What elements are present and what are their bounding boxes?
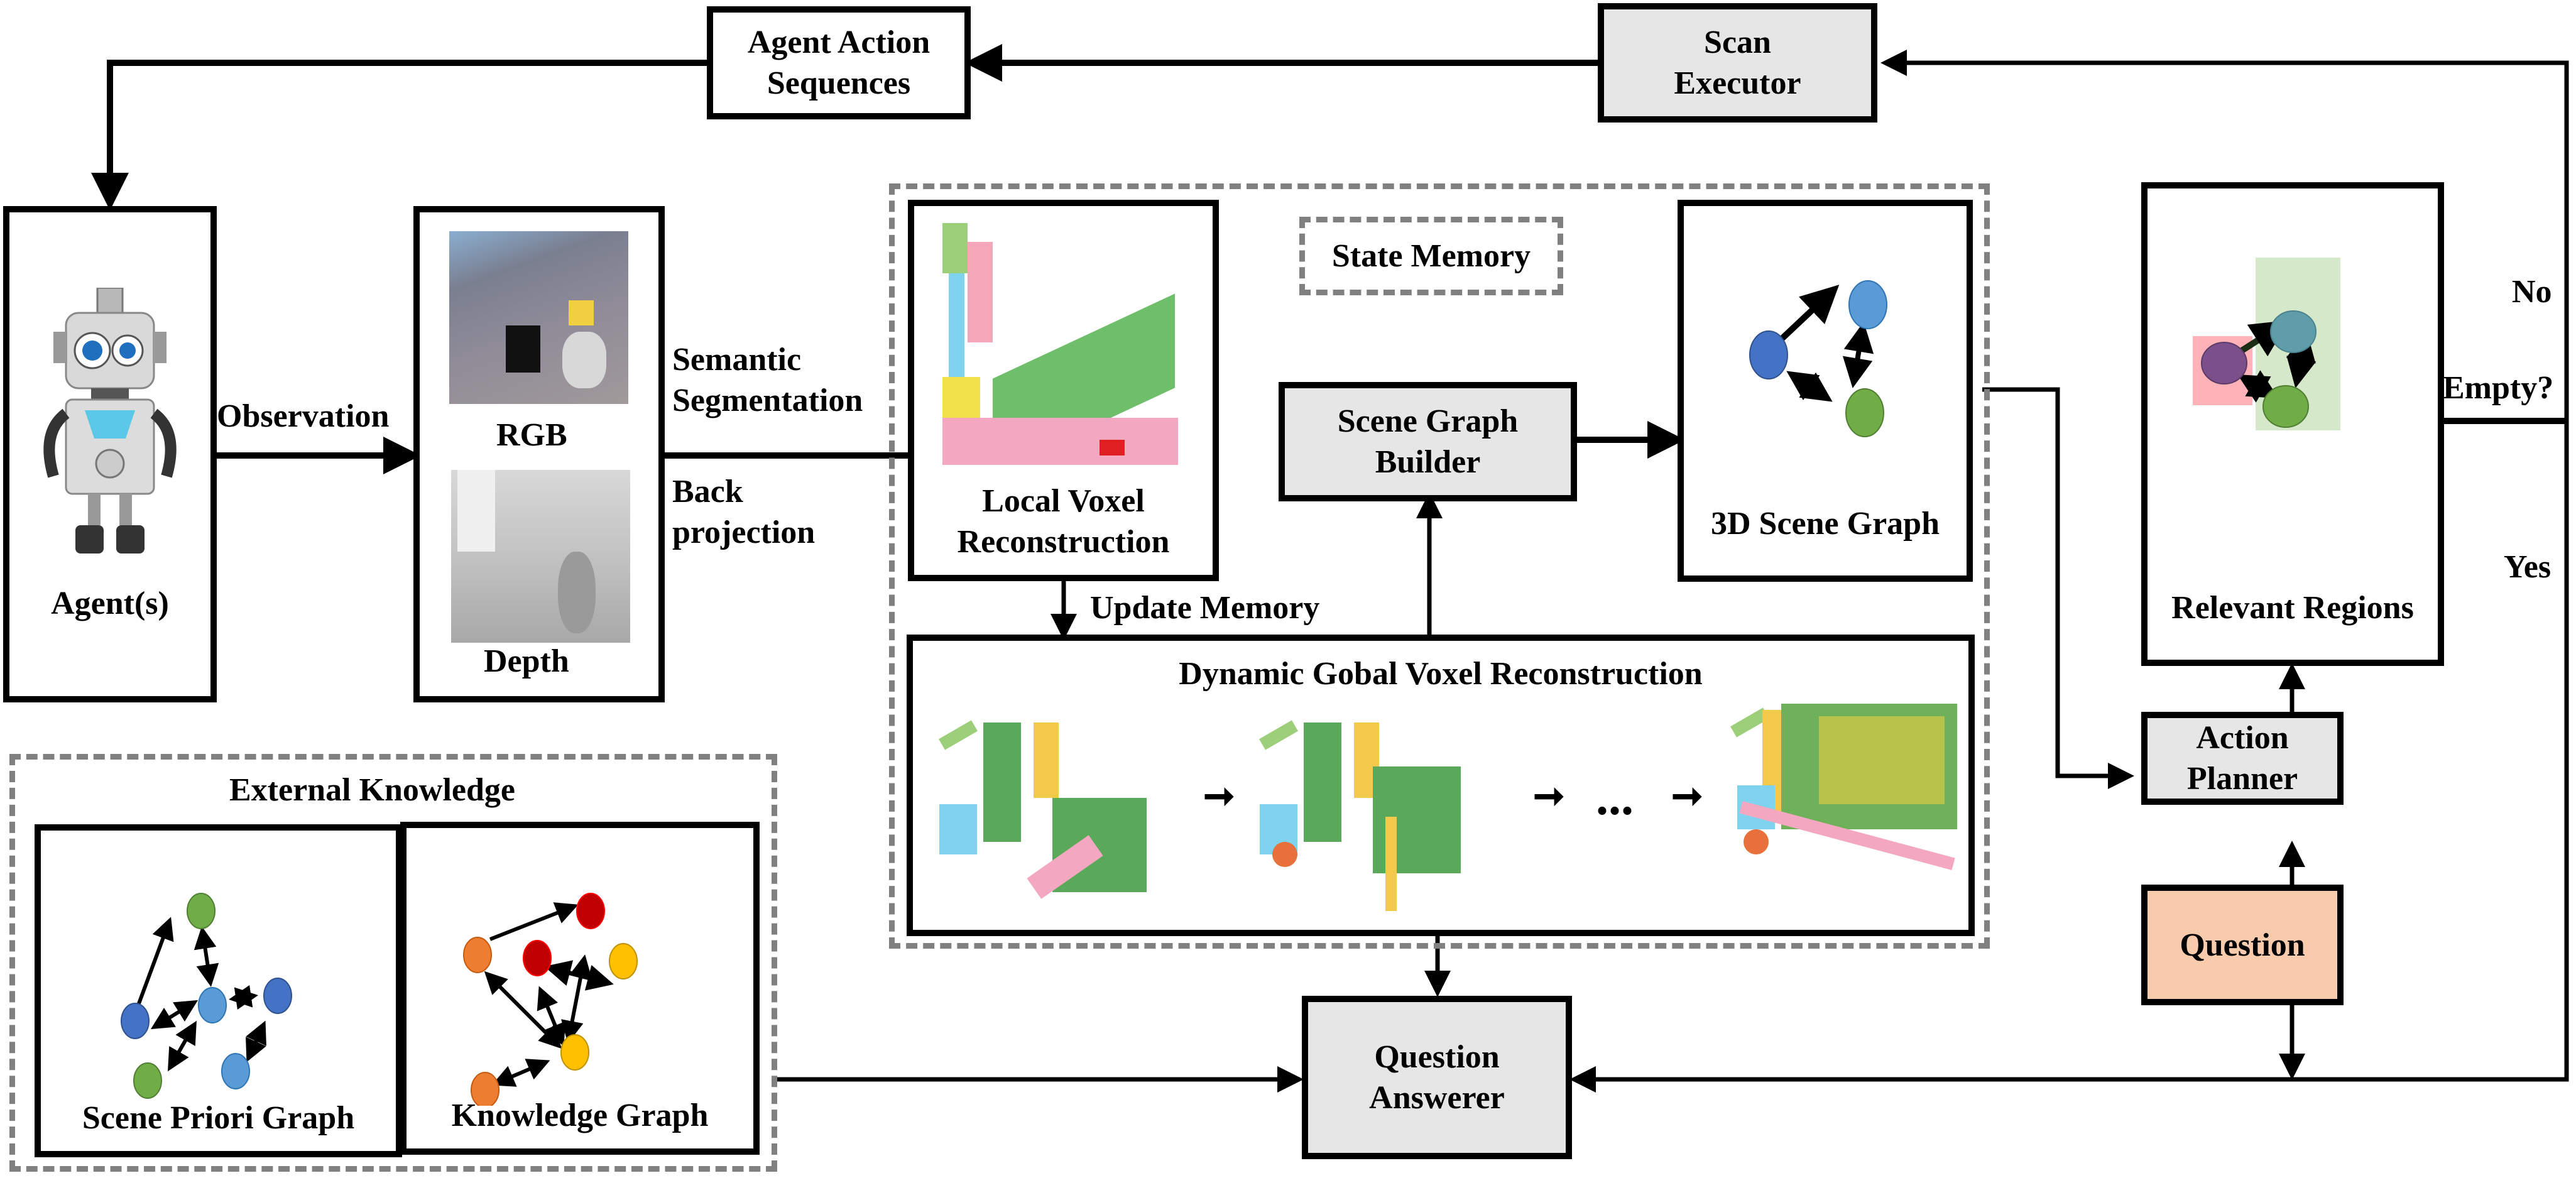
action-planner-label: Action Planner — [2186, 720, 2298, 797]
graph-node-green — [133, 1062, 162, 1099]
arrow-no-to-scan — [1880, 50, 2569, 421]
graph-node-orange — [463, 937, 492, 973]
graph-node-teal — [2270, 310, 2317, 353]
rgb-image — [449, 231, 628, 404]
arrow-yes-to-answerer — [1569, 421, 2569, 1093]
semantic-segmentation-label: Semantic Segmentation — [672, 342, 863, 418]
agent-box: Agent(s) — [3, 206, 217, 702]
empty-label: Empty? — [2443, 370, 2554, 406]
graph-edge — [246, 1020, 266, 1062]
graph-node-red — [523, 940, 552, 976]
voxel-frame-2 — [1247, 691, 1486, 917]
state-memory-title: State Memory — [1331, 238, 1531, 274]
yes-label: Yes — [2504, 549, 2551, 585]
graph-edge — [229, 984, 258, 1010]
back-projection-label: Back projection — [672, 474, 816, 550]
scan-executor-label: Scan Executor — [1674, 25, 1801, 101]
rgb-label: RGB — [496, 417, 567, 453]
graph-node-yellow — [609, 943, 638, 979]
scene-graph-3d-label: 3D Scene Graph — [1711, 506, 1940, 542]
local-voxel-image — [942, 217, 1178, 465]
graph-edge — [168, 1020, 197, 1072]
agent-action-sequences-label: Agent Action Sequences — [747, 25, 931, 101]
graph-node-dark-blue — [263, 978, 292, 1014]
scene-priori-graph-diagram — [121, 893, 292, 1099]
dynamic-global-label: Dynamic Gobal Voxel Reconstruction — [1179, 656, 1703, 692]
question-box: Question — [2141, 885, 2344, 1005]
graph-edge — [537, 986, 566, 1047]
graph-edge — [544, 960, 614, 991]
graph-node-green — [2262, 385, 2309, 428]
scene-graph-builder-box: Scene Graph Builder — [1279, 382, 1577, 501]
agent-action-sequences-box: Agent Action Sequences — [707, 6, 971, 119]
graph-edge — [1786, 371, 1833, 402]
graph-node-green — [1845, 388, 1884, 437]
observation-label: Observation — [217, 398, 390, 434]
depth-image — [451, 470, 630, 643]
graph-edge — [150, 1000, 199, 1030]
graph-node-light-blue — [198, 987, 227, 1023]
agent-label: Agent(s) — [51, 586, 169, 621]
scan-executor-box: Scan Executor — [1598, 3, 1877, 123]
graph-edge — [1779, 285, 1840, 342]
relevant-regions-diagram — [2193, 258, 2340, 430]
arrow-actions-to-agent — [91, 60, 707, 210]
graph-node-orange — [471, 1072, 499, 1106]
update-memory-label: Update Memory — [1090, 590, 1320, 626]
graph-node-light-blue — [1848, 280, 1887, 329]
graph-edge — [489, 902, 579, 941]
local-voxel-label: Local Voxel Reconstruction — [957, 483, 1170, 560]
graph-node-yellow — [560, 1034, 589, 1071]
graph-edge — [1842, 322, 1874, 388]
question-answerer-box: Question Answerer — [1302, 996, 1572, 1159]
graph-node-purple — [2201, 342, 2247, 384]
arrow-frame-1: ➞ — [1203, 775, 1235, 817]
question-label: Question — [2180, 927, 2305, 963]
graph-edge — [136, 917, 174, 1006]
no-label: No — [2512, 274, 2552, 310]
graph-node-green — [187, 893, 216, 929]
state-memory-title-box: State Memory — [1299, 217, 1563, 295]
action-planner-box: Action Planner — [2141, 712, 2344, 805]
voxel-frame-1 — [914, 691, 1153, 917]
knowledge-graph-diagram — [463, 893, 638, 1106]
external-knowledge-container — [9, 754, 777, 1172]
external-knowledge-title: External Knowledge — [229, 772, 515, 808]
graph-edge — [491, 1059, 550, 1087]
arrow-frame-2: ➞ — [1533, 775, 1565, 817]
ellipsis: ... — [1596, 770, 1634, 826]
arrow-graph-to-planner — [1982, 387, 2134, 789]
graph-node-dark-blue — [121, 1003, 150, 1039]
scene-priori-graph-label: Scene Priori Graph — [82, 1100, 355, 1136]
arrow-frame-3: ➞ — [1671, 775, 1703, 817]
graph-node-light-blue — [221, 1053, 250, 1089]
graph-node-dark-blue — [1749, 330, 1788, 379]
graph-edge — [194, 926, 219, 987]
depth-label: Depth — [484, 643, 569, 679]
robot-icon — [43, 288, 177, 554]
graph-node-red — [576, 893, 605, 929]
scene-graph-builder-label: Scene Graph Builder — [1337, 403, 1519, 480]
graph-edge — [560, 954, 592, 1044]
relevant-regions-label: Relevant Regions — [2171, 590, 2414, 626]
question-answerer-label: Question Answerer — [1369, 1039, 1505, 1116]
voxel-frame-final — [1725, 679, 1970, 905]
state-memory-container — [889, 183, 1990, 949]
scene-graph-3d-diagram — [1749, 280, 1887, 437]
